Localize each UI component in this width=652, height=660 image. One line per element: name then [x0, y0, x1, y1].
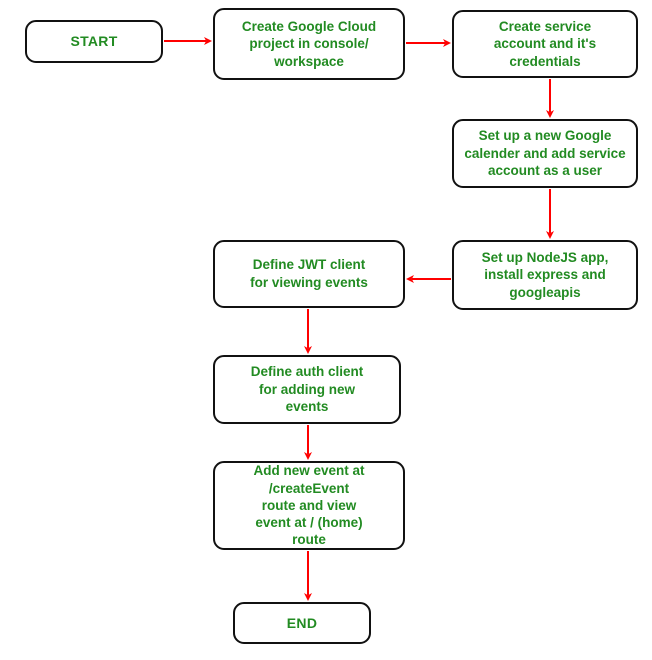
flow-node-setup-calendar: Set up a new Google calender and add ser… — [452, 119, 638, 188]
flow-node-define-auth-client: Define auth client for adding new events — [213, 355, 401, 424]
flow-node-create-service-account: Create service account and it's credenti… — [452, 10, 638, 78]
flow-node-create-project: Create Google Cloud project in console/ … — [213, 8, 405, 80]
flow-node-start: START — [25, 20, 163, 63]
flow-node-define-jwt-client: Define JWT client for viewing events — [213, 240, 405, 308]
flow-node-end: END — [233, 602, 371, 644]
flow-node-setup-nodejs: Set up NodeJS app, install express and g… — [452, 240, 638, 310]
flow-node-add-event-routes: Add new event at /createEvent route and … — [213, 461, 405, 550]
